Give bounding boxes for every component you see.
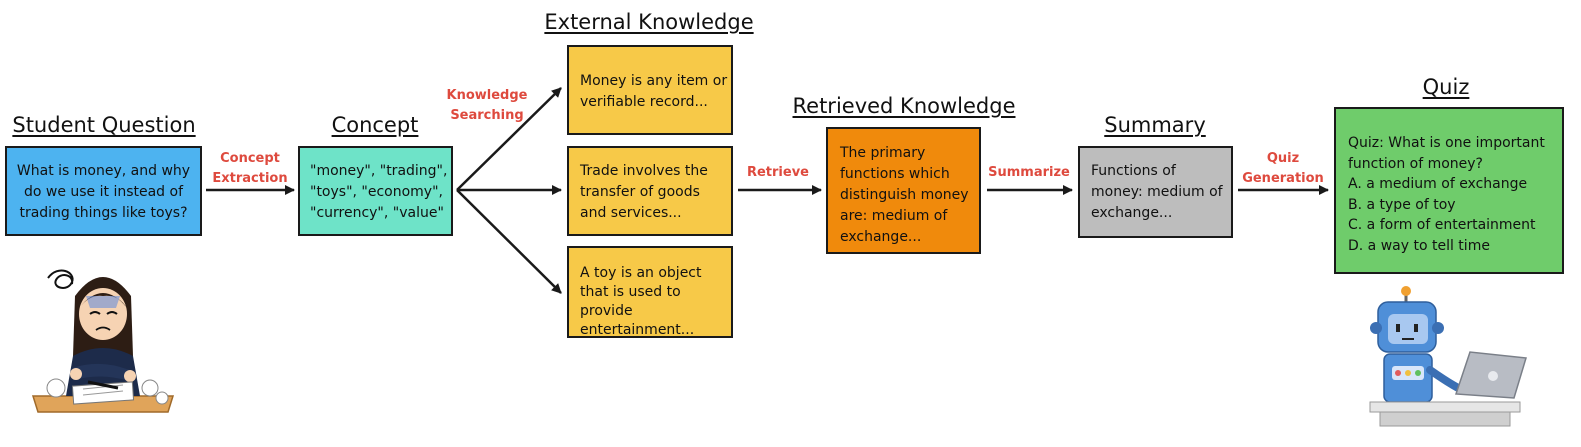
concept-heading: Concept: [331, 113, 419, 137]
student-question-box: What is money, and why do we use it inst…: [5, 146, 202, 236]
concept-extraction-label: Concept Extraction: [212, 151, 288, 186]
retrieved-knowledge-heading: Retrieved Knowledge: [792, 94, 1016, 118]
external-trade-text: Trade involves the transfer of goods and…: [580, 163, 708, 221]
external-knowledge-heading: External Knowledge: [544, 10, 754, 34]
summarize-label: Summarize: [988, 165, 1070, 180]
external-toy-text: A toy is an object that is used to provi…: [580, 265, 702, 338]
external-knowledge-trade-box: Trade involves the transfer of goods and…: [567, 146, 733, 236]
external-knowledge-toy-box: A toy is an object that is used to provi…: [567, 246, 733, 338]
arrow-concept-to-toy: [456, 189, 562, 294]
quiz-generation-label: Quiz Generation: [1242, 151, 1324, 186]
quiz-text: Quiz: What is one important function of …: [1348, 135, 1545, 254]
retrieve-label: Retrieve: [746, 165, 810, 180]
external-money-text: Money is any item or verifiable record..…: [580, 73, 728, 110]
summary-box: Functions of money: medium of exchange..…: [1078, 146, 1233, 238]
retrieved-knowledge-box: The primary functions which distinguish …: [826, 127, 981, 254]
external-knowledge-money-box: Money is any item or verifiable record..…: [567, 45, 733, 135]
concept-box: "money", "trading", "toys", "economy", "…: [298, 146, 453, 236]
robot-laptop-icon: [1369, 286, 1527, 427]
knowledge-searching-label: Knowledge Searching: [446, 88, 528, 123]
arrow-concept-to-money: [456, 87, 562, 191]
summary-heading: Summary: [1104, 113, 1206, 137]
summary-text: Functions of money: medium of exchange..…: [1091, 163, 1223, 221]
student-question-heading: Student Question: [12, 113, 196, 137]
retrieved-text: The primary functions which distinguish …: [840, 145, 969, 245]
student-question-text: What is money, and why do we use it inst…: [16, 163, 191, 221]
quiz-heading: Quiz: [1422, 75, 1470, 99]
concept-text: "money", "trading", "toys", "economy", "…: [310, 163, 448, 221]
worried-student-icon: [31, 269, 175, 413]
quiz-box: Quiz: What is one important function of …: [1334, 107, 1564, 274]
